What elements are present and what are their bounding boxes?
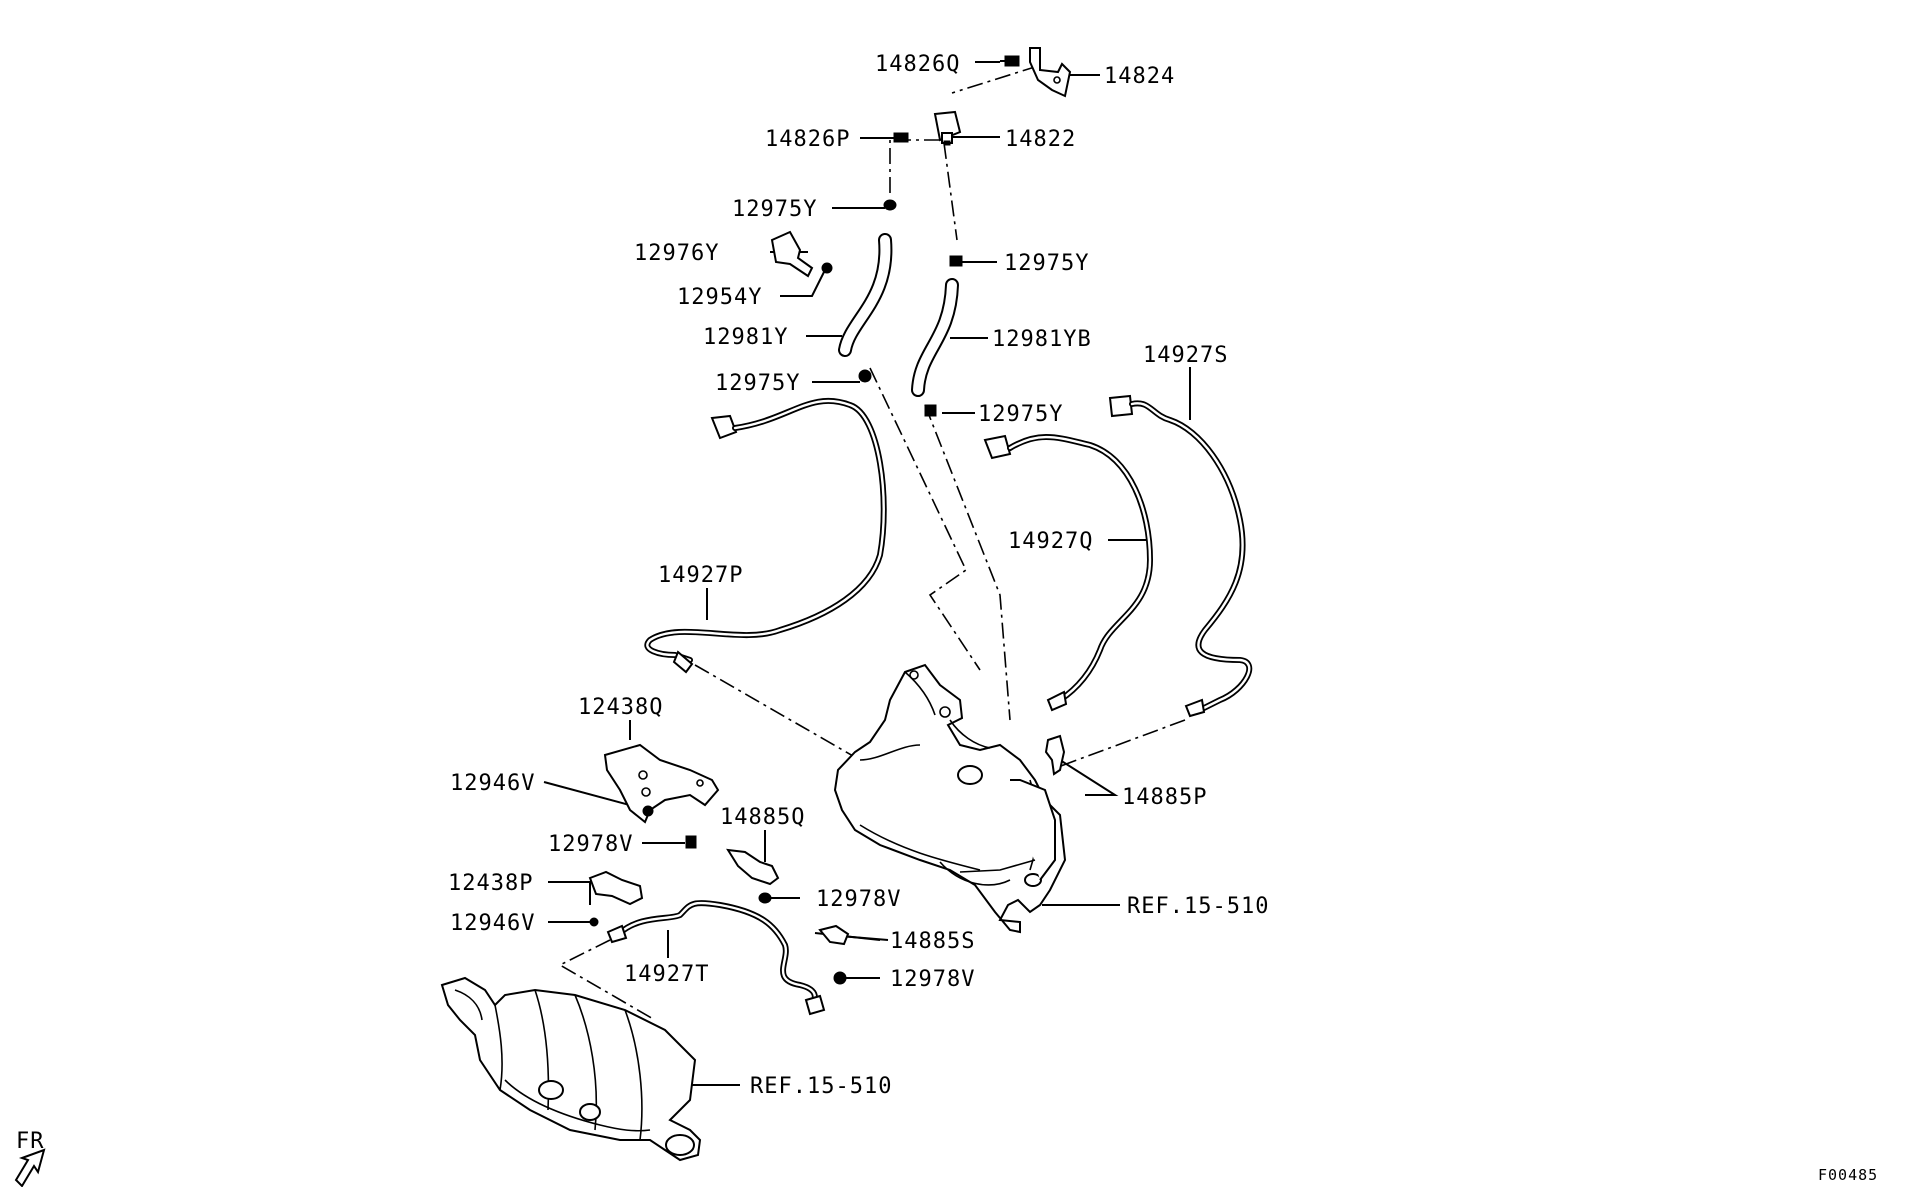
clamp-12975Y-upper-right [949,255,963,267]
hose-12981Y [838,233,893,357]
bolt-14826P [893,132,909,143]
label-14822: 14822 [1005,127,1076,152]
heat-shield-12438Q [603,743,720,824]
label-14927P: 14927P [658,563,743,588]
label-14885P: 14885P [1122,785,1207,810]
exhaust-filter-upper [833,663,1067,934]
label-REF-15-510-upper: REF.15-510 [1127,894,1269,919]
bolt-12946V-upper [642,805,654,817]
nut-12978V-middle [758,892,772,904]
bolt-14826Q [1000,55,1020,67]
bolt-12954Y [821,262,833,274]
sensor-wire-14927S [1108,394,1253,718]
label-12981YB: 12981YB [992,327,1092,352]
sensor-wire-14927P [644,397,887,674]
bracket-14885P [1044,734,1066,776]
label-REF-15-510-lower: REF.15-510 [750,1074,892,1099]
nut-12978V-upper [685,835,697,849]
clamp-12975Y-lower-left [858,369,872,383]
label-12438Q: 12438Q [578,695,663,720]
front-marker-label: FR [16,1129,45,1154]
label-leader-lines [543,61,1191,1086]
label-14927S: 14927S [1143,343,1228,368]
label-14826P: 14826P [765,127,850,152]
bolt-12946V-lower [589,917,599,927]
nut-12978V-lower [833,971,847,985]
catalytic-converter-lower [440,976,702,1162]
clamp-12975Y-lower-right [924,404,937,417]
figure-code: F00485 [1818,1166,1878,1184]
label-12975Y: 12975Y [978,402,1063,427]
bracket-14885Q [726,848,780,886]
label-12946V: 12946V [450,911,535,936]
hose-12981YB [911,278,959,397]
dashed-assembly-lines [558,65,1186,1021]
bracket-14824 [1029,47,1072,98]
part-labels: 14826Q 14824 14826P 14822 12975Y 12976Y … [16,52,1878,1184]
label-14885Q: 14885Q [720,805,805,830]
label-12954Y: 12954Y [677,285,762,310]
bracket-14885S [818,924,850,946]
bracket-12438P [588,870,644,906]
label-12946V: 12946V [450,771,535,796]
label-14824: 14824 [1104,64,1175,89]
label-12978V: 12978V [816,887,901,912]
label-12438P: 12438P [448,871,533,896]
label-12975Y: 12975Y [1004,251,1089,276]
label-12975Y: 12975Y [732,197,817,222]
label-12981Y: 12981Y [703,325,788,350]
label-12978V: 12978V [548,832,633,857]
clamp-12975Y-upper-left [883,199,897,211]
sensor-14822 [933,110,962,146]
label-14927T: 14927T [624,962,709,987]
label-12975Y: 12975Y [715,371,800,396]
sensor-wire-14927T [606,900,826,1016]
label-14885S: 14885S [890,929,975,954]
label-14927Q: 14927Q [1008,529,1093,554]
bracket-12976Y [770,230,814,278]
label-14826Q: 14826Q [875,52,960,77]
label-12976Y: 12976Y [634,241,719,266]
front-direction-arrow-icon [14,1148,46,1187]
sensor-wire-14927Q [983,434,1154,712]
label-12978V: 12978V [890,967,975,992]
